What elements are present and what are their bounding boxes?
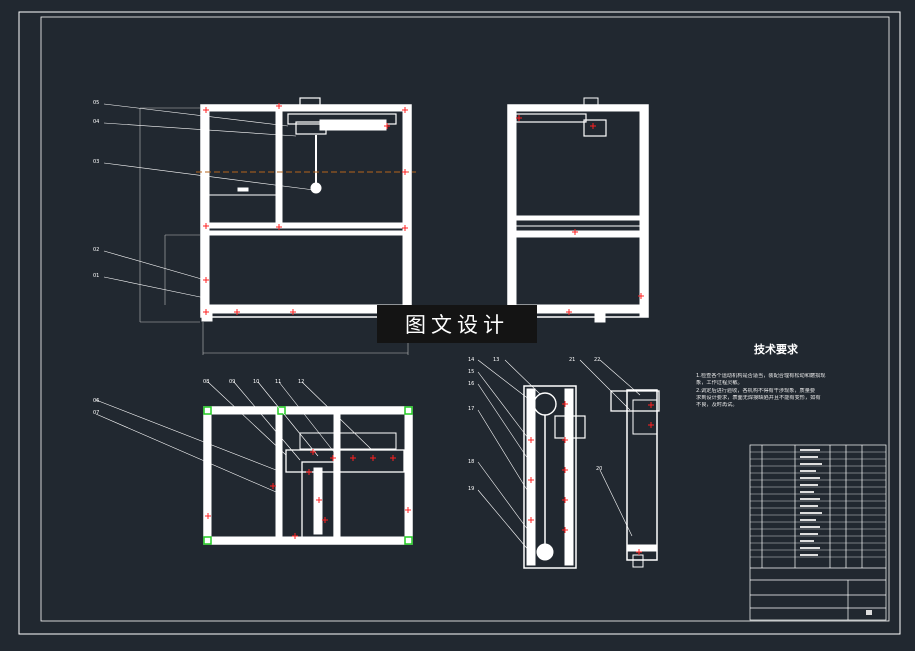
tech-requirement-line: 2.调定后进行验收，各机构不得有干涉现象，质量要 [696, 388, 816, 394]
callout-label: 05 [93, 100, 99, 106]
outer-border [18, 11, 901, 635]
callout-label: 15 [468, 369, 474, 375]
detail-view-left [523, 385, 586, 569]
callout-label: 08 [203, 379, 209, 385]
detail-leaders [477, 359, 641, 553]
callout-label: 02 [93, 247, 99, 253]
callout-label: 10 [253, 379, 259, 385]
callout-label: 07 [93, 410, 99, 416]
callout-labels: 05 04 03 02 01 06 07 08 09 10 11 12 14 1… [93, 100, 602, 492]
red-markers [203, 103, 654, 555]
callout-label: 18 [468, 459, 474, 465]
tech-requirement-line: 1.检查各个运动机构是否适当，装配合理有松动和磨损现 [696, 373, 826, 379]
callout-label: 01 [93, 273, 99, 279]
bom-rows [750, 451, 886, 558]
callout-label: 03 [93, 159, 99, 165]
tech-requirement-line: 求到设计要求，表面无焊接缺陷并且不能有变形，如有 [696, 395, 821, 401]
front-leaders [103, 103, 315, 299]
callout-label: 13 [493, 357, 499, 363]
title-block [749, 444, 887, 621]
callout-label: 22 [594, 357, 600, 363]
bom-fill-marks [800, 449, 872, 615]
side-view [507, 97, 649, 323]
callout-label: 21 [569, 357, 575, 363]
inner-border [40, 16, 890, 622]
callout-label: 19 [468, 486, 474, 492]
callout-label: 20 [596, 466, 602, 472]
top-leaders [95, 381, 373, 493]
tech-requirements-title: 技术要求 [754, 343, 798, 356]
callout-label: 04 [93, 119, 99, 125]
watermark-banner: 图文设计 [377, 305, 537, 343]
callout-label: 14 [468, 357, 474, 363]
tech-requirement-line: 不良，及时再试。 [696, 402, 738, 408]
callout-label: 12 [298, 379, 304, 385]
callout-label: 09 [229, 379, 235, 385]
front-view [200, 97, 412, 322]
tech-requirement-line: 象，工作过程灵敏。 [696, 380, 743, 386]
callout-label: 16 [468, 381, 474, 387]
detail-view-right [610, 389, 660, 568]
top-view [203, 406, 413, 545]
callout-label: 11 [275, 379, 281, 385]
callout-label: 06 [93, 398, 99, 404]
corner-markers [203, 406, 413, 545]
callout-label: 17 [468, 406, 474, 412]
